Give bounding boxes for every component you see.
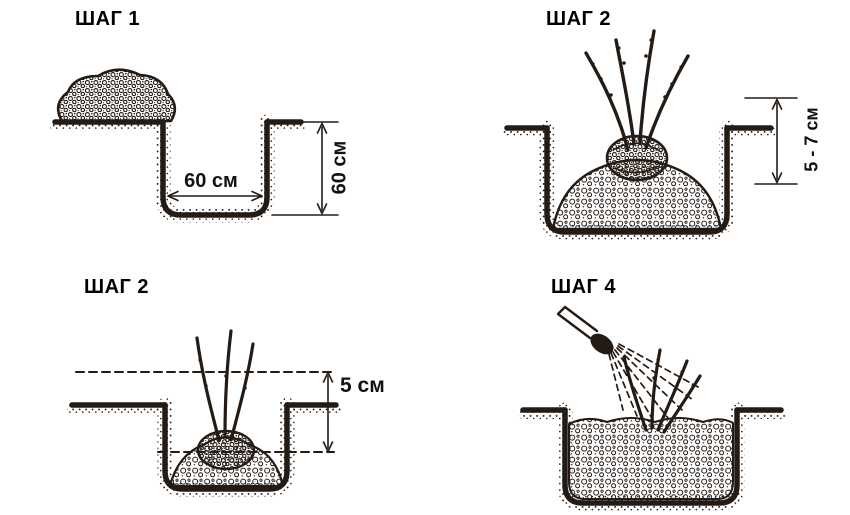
step3-illustration [67, 329, 341, 497]
watering-can-spout [556, 305, 614, 355]
step1-depth-label: 60 см [328, 140, 351, 195]
water-spray [608, 343, 701, 421]
depth-dimension-arrow [271, 121, 339, 216]
step1-title: ШАГ 1 [75, 8, 141, 30]
step2-title: ШАГ 2 [546, 8, 612, 30]
root-ball [605, 134, 669, 182]
hole-outline [162, 402, 290, 492]
step1-width-label: 60 см [184, 170, 238, 192]
hole-outline [544, 125, 730, 235]
hole-stipple [155, 114, 275, 223]
step2-illustration [502, 29, 798, 240]
hole-outline [562, 407, 740, 506]
step3-title: ШАГ 2 [84, 276, 150, 298]
step3-depth-label: 5 см [340, 374, 385, 397]
stems [195, 329, 255, 442]
depth-dimension-arrow [322, 371, 334, 453]
stem-buds [591, 38, 683, 99]
stems [584, 29, 690, 152]
hole-outline [160, 119, 270, 218]
step1-illustration [50, 68, 339, 223]
root-ball-lines [612, 142, 662, 174]
soil-backfill [568, 417, 734, 500]
step4-title: ШАГ 4 [551, 276, 617, 298]
depth-dimension-arrow [744, 97, 798, 185]
stems [622, 348, 702, 434]
level-dashed-lines [75, 371, 335, 453]
width-dimension-arrow [167, 190, 263, 202]
step4-illustration [518, 305, 786, 511]
excavated-soil-mound [56, 68, 177, 123]
step2-depth-label: 5 - 7 см [801, 107, 822, 172]
stem-buds [198, 348, 252, 390]
